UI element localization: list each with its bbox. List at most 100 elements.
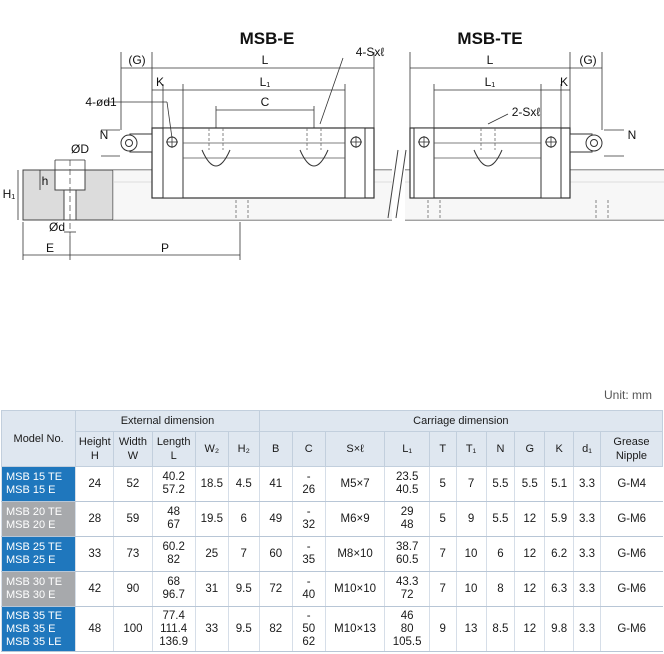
column-header-top: T₁ [465, 443, 477, 455]
column-header-top: Width [118, 436, 147, 448]
column-header-top: Grease [613, 436, 650, 448]
table-cell: 9.8 [544, 606, 574, 652]
table-cell: 10 [455, 536, 486, 572]
title-msb-te: MSB-TE [457, 29, 522, 48]
label-n-left: N [100, 128, 109, 142]
label-2sxl: 2-Sxℓ [512, 105, 541, 119]
table-cell: 68 96.7 [151, 571, 196, 607]
table-cell: 42 [75, 571, 114, 607]
table-cell: - 35 [291, 536, 326, 572]
model-name: MSB 30 E [6, 589, 56, 601]
column-header-top: H₂ [237, 443, 250, 455]
column-header-top: T [439, 443, 447, 455]
model-name: MSB 20 E [6, 519, 56, 531]
table-cell: G-M4 [599, 466, 663, 502]
column-header: d₁ [573, 431, 601, 467]
model-name: MSB 35 E [6, 622, 56, 635]
table-cell: 3.3 [573, 571, 601, 607]
title-msb-e: MSB-E [240, 29, 295, 48]
table-cell: 5 [428, 501, 457, 537]
table-cell: - 32 [291, 501, 326, 537]
label-h1: H₁ [3, 187, 16, 201]
table-cell: 29 48 [384, 501, 430, 537]
table-cell: 43.3 72 [384, 571, 430, 607]
table-cell: M6×9 [324, 501, 385, 537]
table-cell: 33 [194, 606, 229, 652]
column-header: T₁ [455, 431, 487, 467]
table-cell: 10 [455, 571, 486, 607]
table-cell: G-M6 [599, 606, 663, 652]
group-carriage: Carriage dimension [258, 410, 664, 432]
label-e: E [46, 241, 54, 255]
column-header: B [258, 431, 293, 467]
table-cell: 7 [428, 536, 457, 572]
table-cell: 31 [194, 571, 229, 607]
table-cell: G-M6 [599, 536, 663, 572]
column-header: G [514, 431, 546, 467]
table-cell: 7 [428, 571, 457, 607]
table-cell: M10×13 [324, 606, 385, 652]
model-name: MSB 20 TE [6, 506, 63, 518]
table-cell: 3.3 [573, 501, 601, 537]
table-cell: 5.9 [544, 501, 574, 537]
model-name: MSB 15 TE [6, 471, 63, 483]
label-l1-right: L₁ [485, 75, 496, 89]
column-header-top: d₁ [582, 443, 592, 455]
table-cell: 46 80 105.5 [384, 606, 430, 652]
column-header: L₁ [384, 431, 430, 467]
table-cell: 9 [455, 501, 486, 537]
dimensions-msb-e [101, 52, 375, 157]
table-cell: M10×10 [324, 571, 385, 607]
carriage-msb-e [120, 127, 375, 199]
column-header: K [544, 431, 575, 467]
table-cell: 12 [514, 571, 545, 607]
table-cell: 13 [455, 606, 486, 652]
table-cell: 3.3 [573, 606, 601, 652]
group-external: External dimension [75, 410, 260, 432]
table-cell: 72 [258, 571, 293, 607]
table-cell: 33 [75, 536, 114, 572]
label-od: ØD [71, 142, 89, 156]
table-cell: - 50 62 [291, 606, 326, 652]
label-p: P [161, 241, 169, 255]
column-header-bottom: L [170, 450, 177, 462]
table-cell: 8.5 [485, 606, 515, 652]
table-cell: 24 [75, 466, 114, 502]
column-header-top: S×ℓ [346, 443, 364, 455]
table-cell: G-M6 [599, 501, 663, 537]
table-cell: 7 [227, 536, 260, 572]
column-header: N [485, 431, 516, 467]
column-header-bottom: H [90, 450, 99, 462]
table-cell: 6 [485, 536, 515, 572]
table-cell: 5.5 [514, 466, 545, 502]
table-cell: 40.2 57.2 [151, 466, 196, 502]
table-cell: 23.5 40.5 [384, 466, 430, 502]
table-cell: 100 [113, 606, 152, 652]
technical-drawing: MSB-E MSB-TE ØD h H₁ Ød E P [3, 29, 664, 260]
rail-section-profile [17, 159, 241, 260]
column-header-top: W₂ [204, 443, 220, 455]
column-header-top: K [555, 443, 563, 455]
column-header: H₂ [227, 431, 260, 467]
table-cell: 4.5 [227, 466, 260, 502]
table-cell: 49 [258, 501, 293, 537]
table-cell: M8×10 [324, 536, 385, 572]
table-cell: 9.5 [227, 606, 260, 652]
label-g-right: (G) [579, 53, 596, 67]
label-l-right: L [487, 53, 494, 67]
table-cell: 38.7 60.5 [384, 536, 430, 572]
table-cell: 60 [258, 536, 293, 572]
column-header-bottom: Nipple [615, 450, 648, 462]
table-cell: 60.2 82 [151, 536, 196, 572]
spec-table: Model No. External dimension Carriage di… [0, 410, 664, 652]
table-cell: 5.5 [485, 501, 515, 537]
column-header-top: B [272, 443, 280, 455]
table-cell: 5.1 [544, 466, 574, 502]
table-cell: 7 [455, 466, 486, 502]
